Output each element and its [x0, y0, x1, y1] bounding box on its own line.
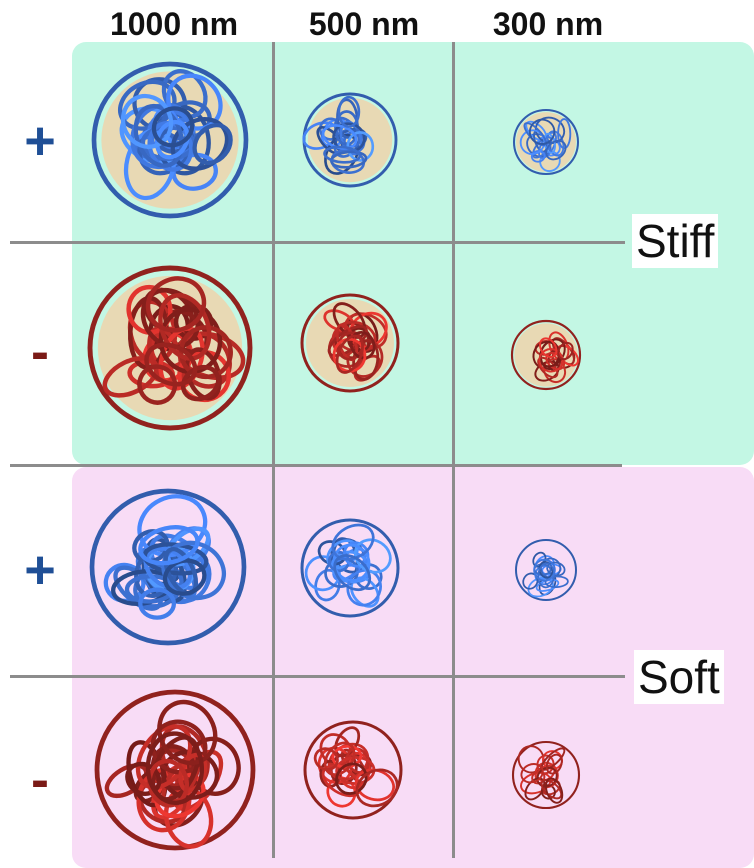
particle-soft-negative-500nm: [303, 720, 403, 820]
particle-soft-positive-1000nm: [89, 488, 247, 646]
particle-soft-positive-500nm: [300, 518, 400, 618]
grid-line-horizontal-1: [10, 241, 625, 244]
particle-stiff-negative-300nm: [510, 319, 582, 391]
column-header-1000nm: 1000 nm: [109, 6, 239, 42]
group-label-soft: Soft: [634, 650, 724, 704]
sign-stiff-negative: -: [31, 322, 49, 382]
grid-line-vertical-2: [452, 42, 455, 858]
grid-line-horizontal-2: [10, 464, 622, 467]
particle-stiff-positive-500nm: [302, 92, 398, 188]
group-label-stiff: Stiff: [632, 214, 719, 268]
column-header-500nm: 500 nm: [308, 6, 420, 42]
particle-stiff-positive-300nm: [512, 108, 580, 176]
particle-soft-positive-300nm: [515, 539, 577, 601]
particle-stiff-negative-500nm: [300, 293, 400, 393]
sign-soft-positive: +: [24, 540, 56, 600]
particle-stiff-positive-1000nm: [91, 61, 249, 219]
particle-stiff-negative-1000nm: [87, 265, 253, 431]
grid-line-vertical-1: [272, 42, 275, 858]
column-header-300nm: 300 nm: [492, 6, 604, 42]
particle-soft-negative-1000nm: [94, 689, 256, 851]
grid-line-horizontal-3: [10, 675, 625, 678]
sign-stiff-positive: +: [24, 111, 56, 171]
particle-soft-negative-300nm: [511, 740, 581, 810]
sign-soft-negative: -: [31, 750, 49, 810]
